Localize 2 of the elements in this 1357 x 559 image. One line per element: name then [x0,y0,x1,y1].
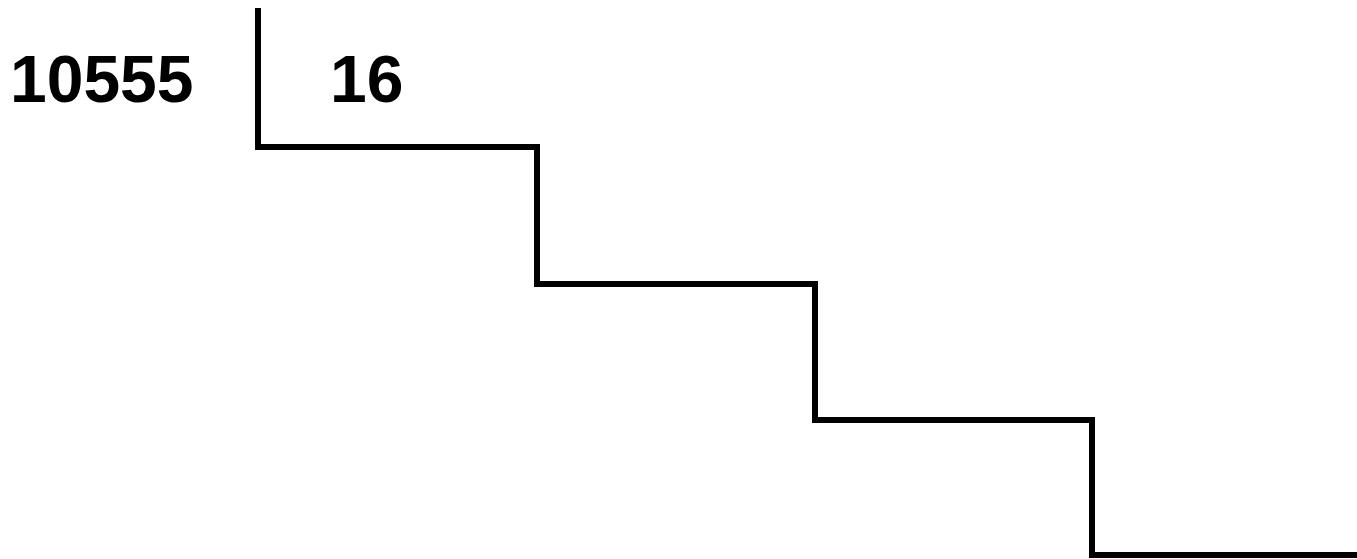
dividend-number: 10555 [10,46,194,112]
divisor-number: 16 [330,46,404,112]
